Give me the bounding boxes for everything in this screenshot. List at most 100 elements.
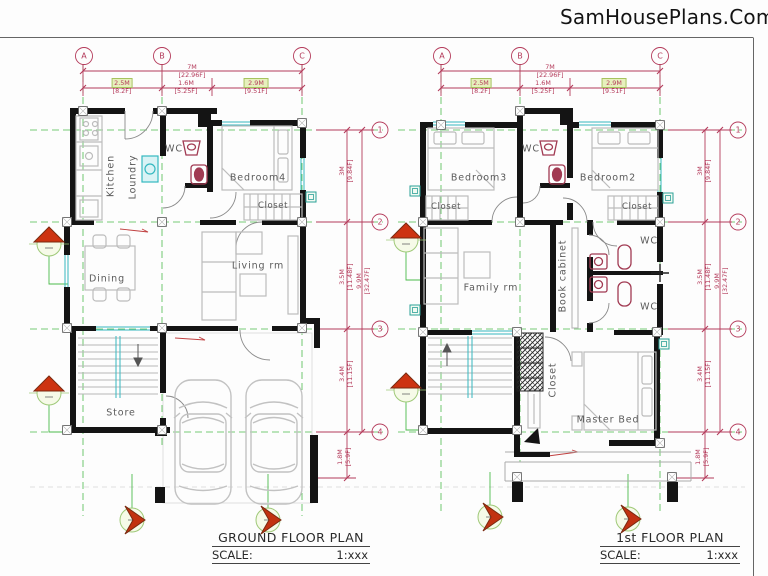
dim-feet: [8.2F] [112,87,132,95]
grid-bubble-b: B [517,51,523,61]
dim-meters: 3.4M [696,366,704,382]
dim-overall-width: 7M [22.96F] [537,63,564,79]
ground-floor-walls [64,108,320,503]
dim-meters: 2.9M [243,78,269,88]
room-label-closet: Closet [547,362,559,398]
scale-label: SCALE: [212,548,253,562]
grid-bubble-a: A [439,51,445,61]
dim-meters: 2.5M [111,78,133,88]
first-floor-titleblock: 1st FLOOR PLAN SCALE: 1:xxx [600,530,740,564]
dim-meters: 3.4M [338,366,346,382]
dim-seg: 3.5M [11.48F] [696,264,712,291]
scale-label: SCALE: [600,548,641,562]
room-label-master-bed: Master Bed [576,414,640,426]
door-arcs [124,110,618,419]
dim-feet: [5.9F] [702,447,710,467]
grid-bubble-a: A [81,51,87,61]
dim-feet: [11.48F] [704,263,712,291]
room-label-family: Family rm [463,282,519,294]
dim-seg: 1.8M [5.9F] [336,448,352,467]
dim-seg: 3.4M [11.15F] [696,361,712,388]
dim-meters: 7M [187,63,197,71]
dim-seg: 2.5M [8.2F] [470,78,492,95]
dim-meters: 2.5M [470,78,492,88]
dim-feet: [11.15F] [346,360,354,388]
dim-feet: [9.51F] [602,87,626,95]
first-floor-furniture [423,127,659,431]
grid-bubble-c: C [299,51,305,61]
dim-overall-width: 7M [22.96F] [179,63,206,79]
dim-seg: 3.5M [11.48F] [338,264,354,291]
room-label-living: Living rm [231,260,285,272]
dim-meters: 3M [338,166,346,176]
dim-seg: 1.6M [5.25F] [532,79,555,95]
room-label-bedroom4: Bedroom4 [229,172,287,184]
site-brand: SamHousePlans.Com [560,5,768,29]
room-label-closet: Closet [257,201,289,211]
room-label-store: Store [106,407,136,419]
dim-feet: [8.2F] [471,87,491,95]
dim-meters: 1.8M [694,449,702,465]
dim-feet: [5.9F] [344,447,352,467]
dim-seg: 2.5M [8.2F] [111,78,133,95]
dim-overall-height: 9.9M [32.47F] [355,268,371,295]
room-label-kitchen: Kitchen [105,154,117,198]
grid-bubble-3: 3 [377,324,383,334]
dim-seg: 2.9M [9.51F] [243,78,269,95]
grid-bubble-2: 2 [377,217,383,227]
dim-feet: [9.51F] [244,87,268,95]
room-label-dining: Dining [88,273,126,285]
dim-seg: 3.4M [11.15F] [338,361,354,388]
plan-title: GROUND FLOOR PLAN [212,530,370,547]
room-label-book-cabinet: Book cabinet [557,239,569,313]
grid-bubble-2: 2 [735,217,741,227]
dim-seg: 3M [9.84F] [338,160,354,183]
dim-feet: [9.84F] [346,159,354,183]
room-label-bedroom3: Bedroom3 [450,172,508,184]
room-label-wc: WC [522,143,540,155]
grid-bubble-1: 1 [735,125,741,135]
dim-feet: [5.25F] [174,87,198,95]
dim-meters: 3.5M [696,269,704,285]
scale-value: 1:xxx [706,548,738,562]
dim-meters: 1.6M [535,79,551,87]
dim-seg: 2.9M [9.51F] [601,78,627,95]
dim-feet: [32.47F] [363,267,371,295]
dim-feet: [11.48F] [346,263,354,291]
room-label-wc: WC [640,301,658,313]
room-label-wc: WC [640,235,658,247]
room-label-laundry: Loundry [127,154,139,200]
dim-seg: 3M [9.84F] [696,160,712,183]
dim-feet: [9.84F] [704,159,712,183]
dim-meters: 2.9M [601,78,627,88]
room-label-bedroom2: Bedroom2 [579,172,637,184]
dim-feet: [22.96F] [536,71,564,79]
dim-feet: [22.96F] [178,71,206,79]
grid-bubble-b: B [159,51,165,61]
entry-arrow [524,428,540,444]
dim-meters: 3.5M [338,269,346,285]
dim-meters: 9.9M [713,273,721,289]
grid-bubble-1: 1 [377,125,383,135]
dim-meters: 9.9M [355,273,363,289]
plan-title: 1st FLOOR PLAN [600,530,740,547]
grid-bubble-4: 4 [735,427,741,437]
dim-seg: 1.8M [5.9F] [694,448,710,467]
room-label-closet: Closet [621,202,653,212]
ground-floor-furniture [75,115,303,321]
ground-floor-titleblock: GROUND FLOOR PLAN SCALE: 1:xxx [212,530,370,564]
dim-overall-height: 9.9M [32.47F] [713,268,729,295]
scale-value: 1:xxx [336,548,368,562]
grid-bubble-c: C [657,51,663,61]
grid-bubble-3: 3 [735,324,741,334]
dim-seg: 1.6M [5.25F] [175,79,198,95]
dim-meters: 1.6M [178,79,194,87]
grid-bubble-4: 4 [377,427,383,437]
wc-fixtures [182,140,208,185]
dim-meters: 3M [696,166,704,176]
dim-meters: 7M [545,63,555,71]
room-label-closet: Closet [430,202,462,212]
dim-meters: 1.8M [336,449,344,465]
